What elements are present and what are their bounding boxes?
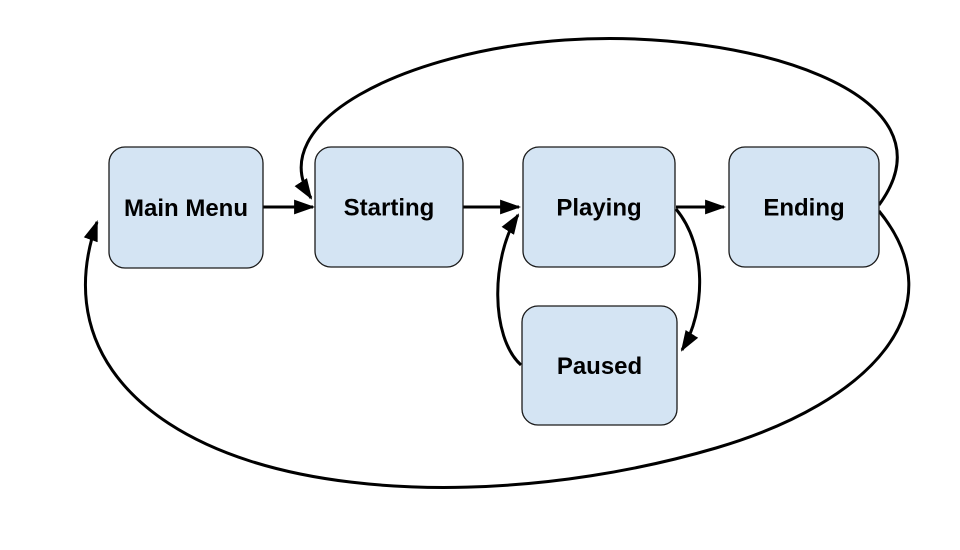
node-box-starting	[314, 146, 464, 268]
node-box-playing	[522, 146, 676, 268]
node-label-ending: Ending	[763, 194, 844, 221]
node-box-paused	[521, 305, 678, 426]
node-label-playing: Playing	[556, 194, 641, 221]
node-ending: Ending	[728, 146, 880, 268]
edge-ending-to-starting-loop	[294, 37, 899, 206]
edges-layer	[83, 37, 911, 489]
edge-playing-to-paused	[674, 208, 702, 352]
node-playing: Playing	[522, 146, 676, 268]
node-starting: Starting	[314, 146, 464, 268]
node-box-main-menu	[108, 146, 264, 269]
node-box-ending	[728, 146, 880, 268]
node-main-menu: Main Menu	[108, 146, 264, 269]
node-label-paused: Paused	[557, 353, 642, 380]
edge-ending-to-main-menu-loop	[83, 210, 911, 489]
edge-paused-to-playing	[496, 213, 523, 367]
node-label-starting: Starting	[344, 194, 435, 221]
node-label-main-menu: Main Menu	[124, 195, 248, 222]
node-paused: Paused	[521, 305, 678, 426]
